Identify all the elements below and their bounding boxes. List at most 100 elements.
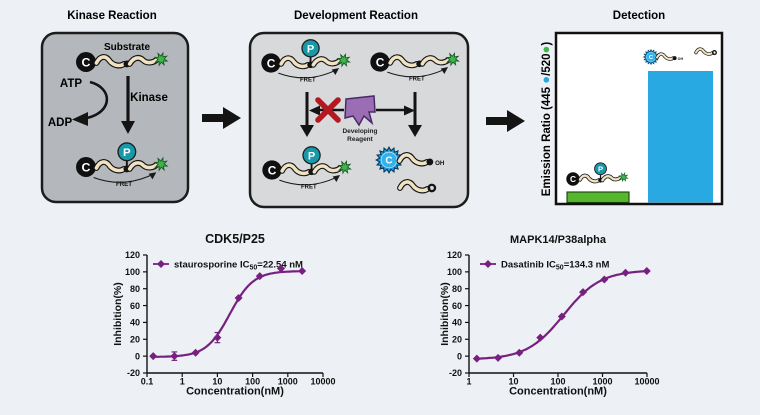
x-axis-label: Concentration(nM) (186, 386, 284, 398)
y-tick-label: 40 (452, 318, 462, 328)
panel1-title: Kinase Reaction (67, 10, 156, 22)
acceptor-star-icon (153, 51, 169, 67)
y-tick-label: 0 (135, 351, 140, 361)
chart-title: MAPK14/P38alpha (510, 234, 607, 246)
fret-label: FRET (409, 76, 425, 82)
donor-letter: C (268, 163, 277, 177)
data-point (494, 353, 503, 362)
data-point (149, 352, 158, 361)
oh-label: OH (678, 57, 684, 61)
step-arrow-icon (202, 107, 241, 129)
donor-circle-icon (261, 53, 281, 73)
cleaved-acceptor-fragment-icon (694, 47, 717, 56)
donor-letter: C (82, 56, 91, 70)
data-point (170, 352, 179, 361)
fit-curve (153, 270, 303, 358)
panel1-box (40, 31, 190, 204)
donor-circle-icon (76, 157, 96, 177)
oh-label: OH (435, 160, 445, 167)
y-tick-label: -20 (127, 368, 140, 378)
phosphate-letter: P (598, 165, 603, 174)
data-point (298, 267, 307, 276)
donor-letter: C (376, 55, 385, 69)
phospho-peptide-icon: CP (566, 162, 629, 186)
x-tick-label: 1000 (278, 377, 298, 387)
chart-title: CDK5/P25 (205, 232, 265, 246)
data-point (600, 275, 609, 284)
left-reaction-arrowhead-icon (300, 125, 314, 137)
data-point (213, 333, 222, 342)
fret-label: FRET (301, 184, 317, 190)
y-tick-label: 80 (452, 284, 462, 294)
x-tick-label: 1000 (592, 377, 612, 387)
acceptor-star-icon (618, 172, 629, 183)
developing-reagent-label1: Developing (342, 128, 377, 135)
adp-arrowhead-icon (72, 112, 88, 126)
legend-marker-icon (484, 260, 492, 268)
step-arrow-icon (486, 110, 525, 132)
coumarin-letter: C (385, 156, 392, 167)
x-tick-label: 10 (212, 377, 222, 387)
x-tick-label: 10000 (634, 377, 659, 387)
low-signal-bar (566, 191, 630, 204)
x-tick-label: 10 (508, 377, 518, 387)
y-axis-label: Inhibition(%) (439, 282, 451, 346)
atp-label: ATP (60, 78, 82, 90)
donor-letter: C (570, 174, 576, 184)
data-point (557, 312, 566, 321)
x-tick-label: 100 (550, 377, 565, 387)
phosphate-letter: P (123, 147, 131, 159)
y-tick-label: 0 (457, 351, 462, 361)
data-point (255, 272, 264, 281)
phosphate-circle-icon (302, 146, 321, 165)
data-point (536, 333, 545, 342)
x-tick-label: 100 (245, 377, 260, 387)
adp-label: ADP (48, 117, 73, 129)
y-tick-label: 80 (130, 284, 140, 294)
phosphate-circle-icon (301, 39, 320, 58)
substrate-peptide-icon: C (76, 51, 169, 72)
acceptor-star-icon (445, 51, 460, 67)
x-axis-label: Concentration(nM) (509, 386, 607, 398)
panel2-title: Development Reaction (294, 10, 418, 22)
phosphate-letter: P (308, 150, 315, 162)
cleaved-donor-fragment-icon: C OH (374, 145, 445, 175)
donor-letter: C (267, 56, 276, 70)
y-tick-label: 60 (452, 301, 462, 311)
y-tick-label: 120 (447, 250, 462, 260)
kinase-arrowhead-icon (121, 121, 135, 134)
blue-dot-icon: ● (538, 76, 553, 84)
y-tick-label: -20 (449, 368, 462, 378)
donor-circle-icon (370, 52, 390, 72)
y-tick-label: 20 (130, 334, 140, 344)
substrate-label: Substrate (104, 42, 151, 53)
y-tick-label: 20 (452, 334, 462, 344)
legend-label: Dasatinib IC50=134.3 nM (501, 260, 609, 272)
data-point (621, 268, 630, 277)
reagent-left-arrowhead-icon (309, 105, 320, 116)
cleaved-acceptor-fragment-icon (397, 179, 437, 194)
right-reaction-arrowhead-icon (408, 125, 422, 137)
developing-reagent-label2: Reagent (347, 136, 373, 143)
fret-label: FRET (116, 181, 132, 188)
y-tick-label: 60 (130, 301, 140, 311)
x-tick-label: 0.1 (141, 377, 154, 387)
acceptor-star-icon (153, 156, 169, 172)
reagent-right-arrowhead-icon (404, 105, 415, 116)
legend-marker-icon (157, 260, 165, 268)
x-tick-label: 1 (180, 377, 185, 387)
developing-reagent-icon (344, 95, 376, 127)
donor-circle-icon (566, 172, 580, 186)
data-point (515, 348, 524, 357)
legend-label: staurosporine IC50=22.54 nM (174, 260, 303, 272)
phospho-peptide-icon: C P FRET (262, 146, 352, 190)
x-tick-label: 10000 (310, 377, 335, 387)
atp-adp-arrow (86, 80, 109, 120)
panel3-title: Detection (613, 10, 665, 22)
